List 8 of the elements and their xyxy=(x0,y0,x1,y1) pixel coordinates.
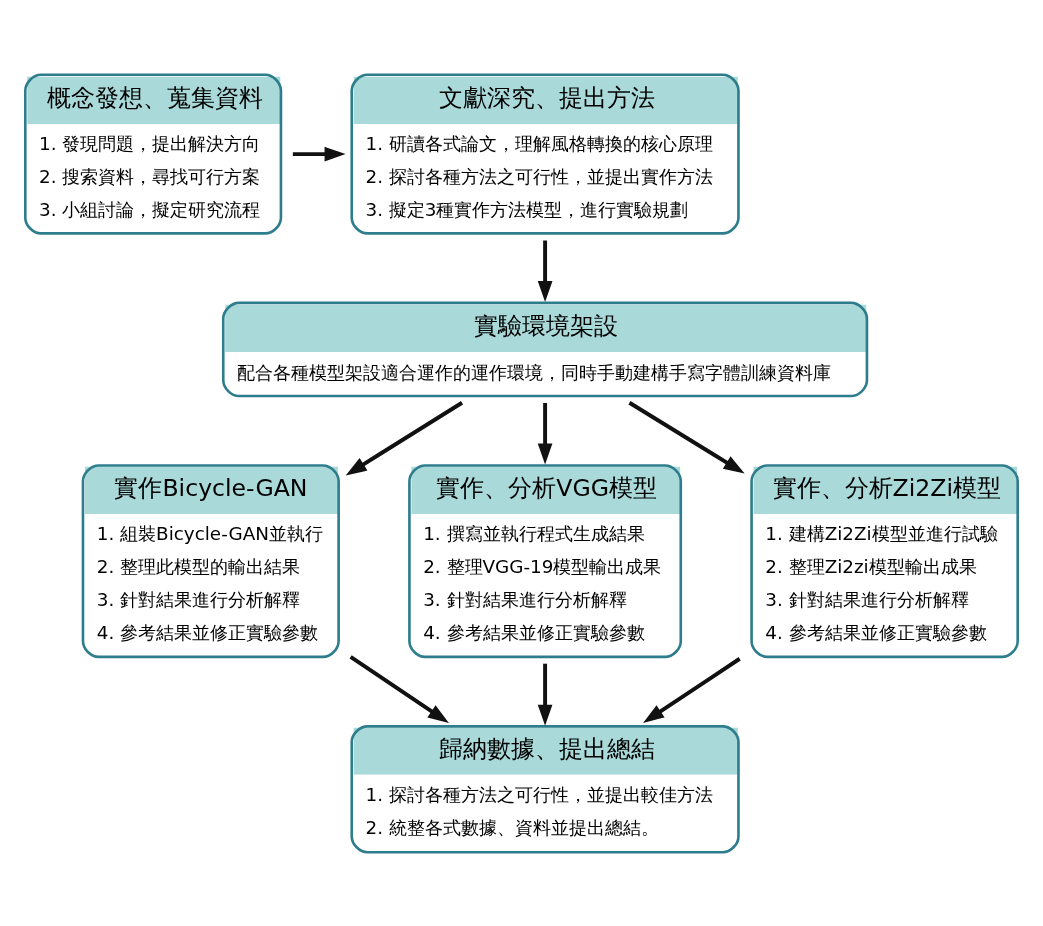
arrow xyxy=(292,146,346,161)
arrow xyxy=(537,663,553,726)
arrow xyxy=(643,656,741,723)
arrow xyxy=(537,402,553,464)
arrow xyxy=(345,400,464,475)
arrow xyxy=(349,654,449,723)
arrow xyxy=(628,400,745,474)
arrow xyxy=(537,240,553,302)
